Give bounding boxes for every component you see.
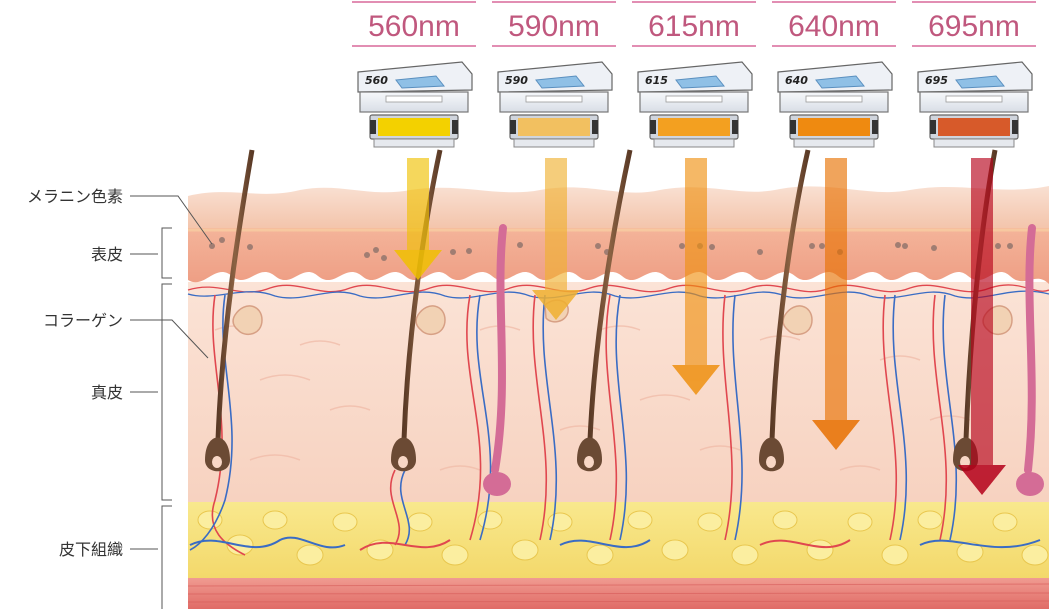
head-top bbox=[917, 61, 1033, 93]
head-slot bbox=[945, 95, 1003, 103]
light-arrow-590 bbox=[532, 158, 580, 320]
head-slot bbox=[665, 95, 723, 103]
filter-clip-left bbox=[790, 120, 796, 134]
head-code: 590 bbox=[505, 74, 528, 87]
head-top bbox=[777, 61, 893, 93]
head-code: 640 bbox=[785, 74, 808, 87]
hair-1 bbox=[205, 149, 255, 472]
filter-clip-right bbox=[1012, 120, 1018, 134]
arrow-head bbox=[532, 290, 580, 320]
filter-glass bbox=[938, 118, 1010, 136]
melanin-dots bbox=[209, 237, 1013, 261]
arrow-shaft bbox=[685, 158, 707, 367]
head-window bbox=[815, 75, 866, 89]
filter-head-615: 615nm 615 bbox=[632, 1, 756, 148]
head-slot bbox=[385, 95, 443, 103]
filter-head-640: 640nm 640 bbox=[772, 1, 896, 148]
filter-head-695: 695nm 695 bbox=[912, 1, 1036, 148]
wavelength-label: 590nm bbox=[508, 10, 600, 43]
head-code: 560 bbox=[365, 74, 388, 87]
arrow-shaft bbox=[407, 158, 429, 252]
hair-3 bbox=[577, 149, 633, 472]
head-top bbox=[637, 61, 753, 93]
head-base bbox=[513, 138, 595, 148]
blood-vessels bbox=[189, 294, 1041, 556]
arrow-shaft bbox=[545, 158, 567, 292]
head-code: 695 bbox=[925, 74, 948, 87]
hair-follicles bbox=[205, 149, 998, 472]
head-window bbox=[395, 75, 446, 89]
filter-glass bbox=[658, 118, 730, 136]
filter-glass bbox=[518, 118, 590, 136]
arrow-shaft bbox=[971, 158, 993, 467]
head-window bbox=[675, 75, 726, 89]
light-arrow-615 bbox=[672, 158, 720, 395]
head-base bbox=[793, 138, 875, 148]
light-arrow-560 bbox=[394, 158, 442, 280]
head-base bbox=[373, 138, 455, 148]
filter-clip-right bbox=[452, 120, 458, 134]
arrow-shaft bbox=[825, 158, 847, 422]
wavelength-label: 640nm bbox=[788, 10, 880, 43]
filter-clip-left bbox=[510, 120, 516, 134]
label-dermis: 真皮 bbox=[91, 383, 123, 402]
light-arrows bbox=[394, 158, 1006, 495]
filter-clip-right bbox=[872, 120, 878, 134]
filter-head-590: 590nm 590 bbox=[492, 1, 616, 148]
filter-clip-right bbox=[592, 120, 598, 134]
arrow-head bbox=[812, 420, 860, 450]
subcutaneous-fat bbox=[188, 498, 1049, 580]
head-base bbox=[653, 138, 735, 148]
filter-head-560: 560nm 560 bbox=[352, 1, 476, 148]
label-subcutaneous: 皮下組織 bbox=[59, 540, 123, 559]
label-epidermis: 表皮 bbox=[91, 245, 123, 264]
head-window bbox=[535, 75, 586, 89]
wavelength-label: 560nm bbox=[368, 10, 460, 43]
filter-clip-left bbox=[930, 120, 936, 134]
filter-heads: 560nm 560 590nm 590 615nm 615 640nm 640 695nm 695 bbox=[352, 1, 1036, 148]
head-top bbox=[357, 61, 473, 93]
filter-glass bbox=[378, 118, 450, 136]
hair-4 bbox=[759, 149, 811, 472]
head-slot bbox=[525, 95, 583, 103]
sweat-glands bbox=[483, 224, 1044, 496]
head-window bbox=[955, 75, 1006, 89]
wavelength-label: 615nm bbox=[648, 10, 740, 43]
light-arrow-640 bbox=[812, 158, 860, 450]
filter-clip-right bbox=[732, 120, 738, 134]
filter-clip-left bbox=[650, 120, 656, 134]
head-top bbox=[497, 61, 613, 93]
label-melanin: メラニン色素 bbox=[27, 187, 123, 206]
head-base bbox=[933, 138, 1015, 148]
arrow-head bbox=[672, 365, 720, 395]
dermis-layer bbox=[188, 282, 1049, 502]
capillary-network bbox=[187, 284, 1049, 299]
filter-clip-left bbox=[370, 120, 376, 134]
wavelength-label: 695nm bbox=[928, 10, 1020, 43]
hair-2 bbox=[391, 149, 443, 472]
filter-glass bbox=[798, 118, 870, 136]
layer-labels: メラニン色素 表皮 コラーゲン 真皮 皮下組織 bbox=[27, 187, 213, 609]
head-slot bbox=[805, 95, 863, 103]
light-arrow-695 bbox=[958, 158, 1006, 495]
arrow-head bbox=[394, 250, 442, 280]
arrow-head bbox=[958, 465, 1006, 495]
epidermis-layer bbox=[188, 228, 1049, 284]
label-collagen: コラーゲン bbox=[43, 311, 123, 330]
head-code: 615 bbox=[645, 74, 668, 87]
